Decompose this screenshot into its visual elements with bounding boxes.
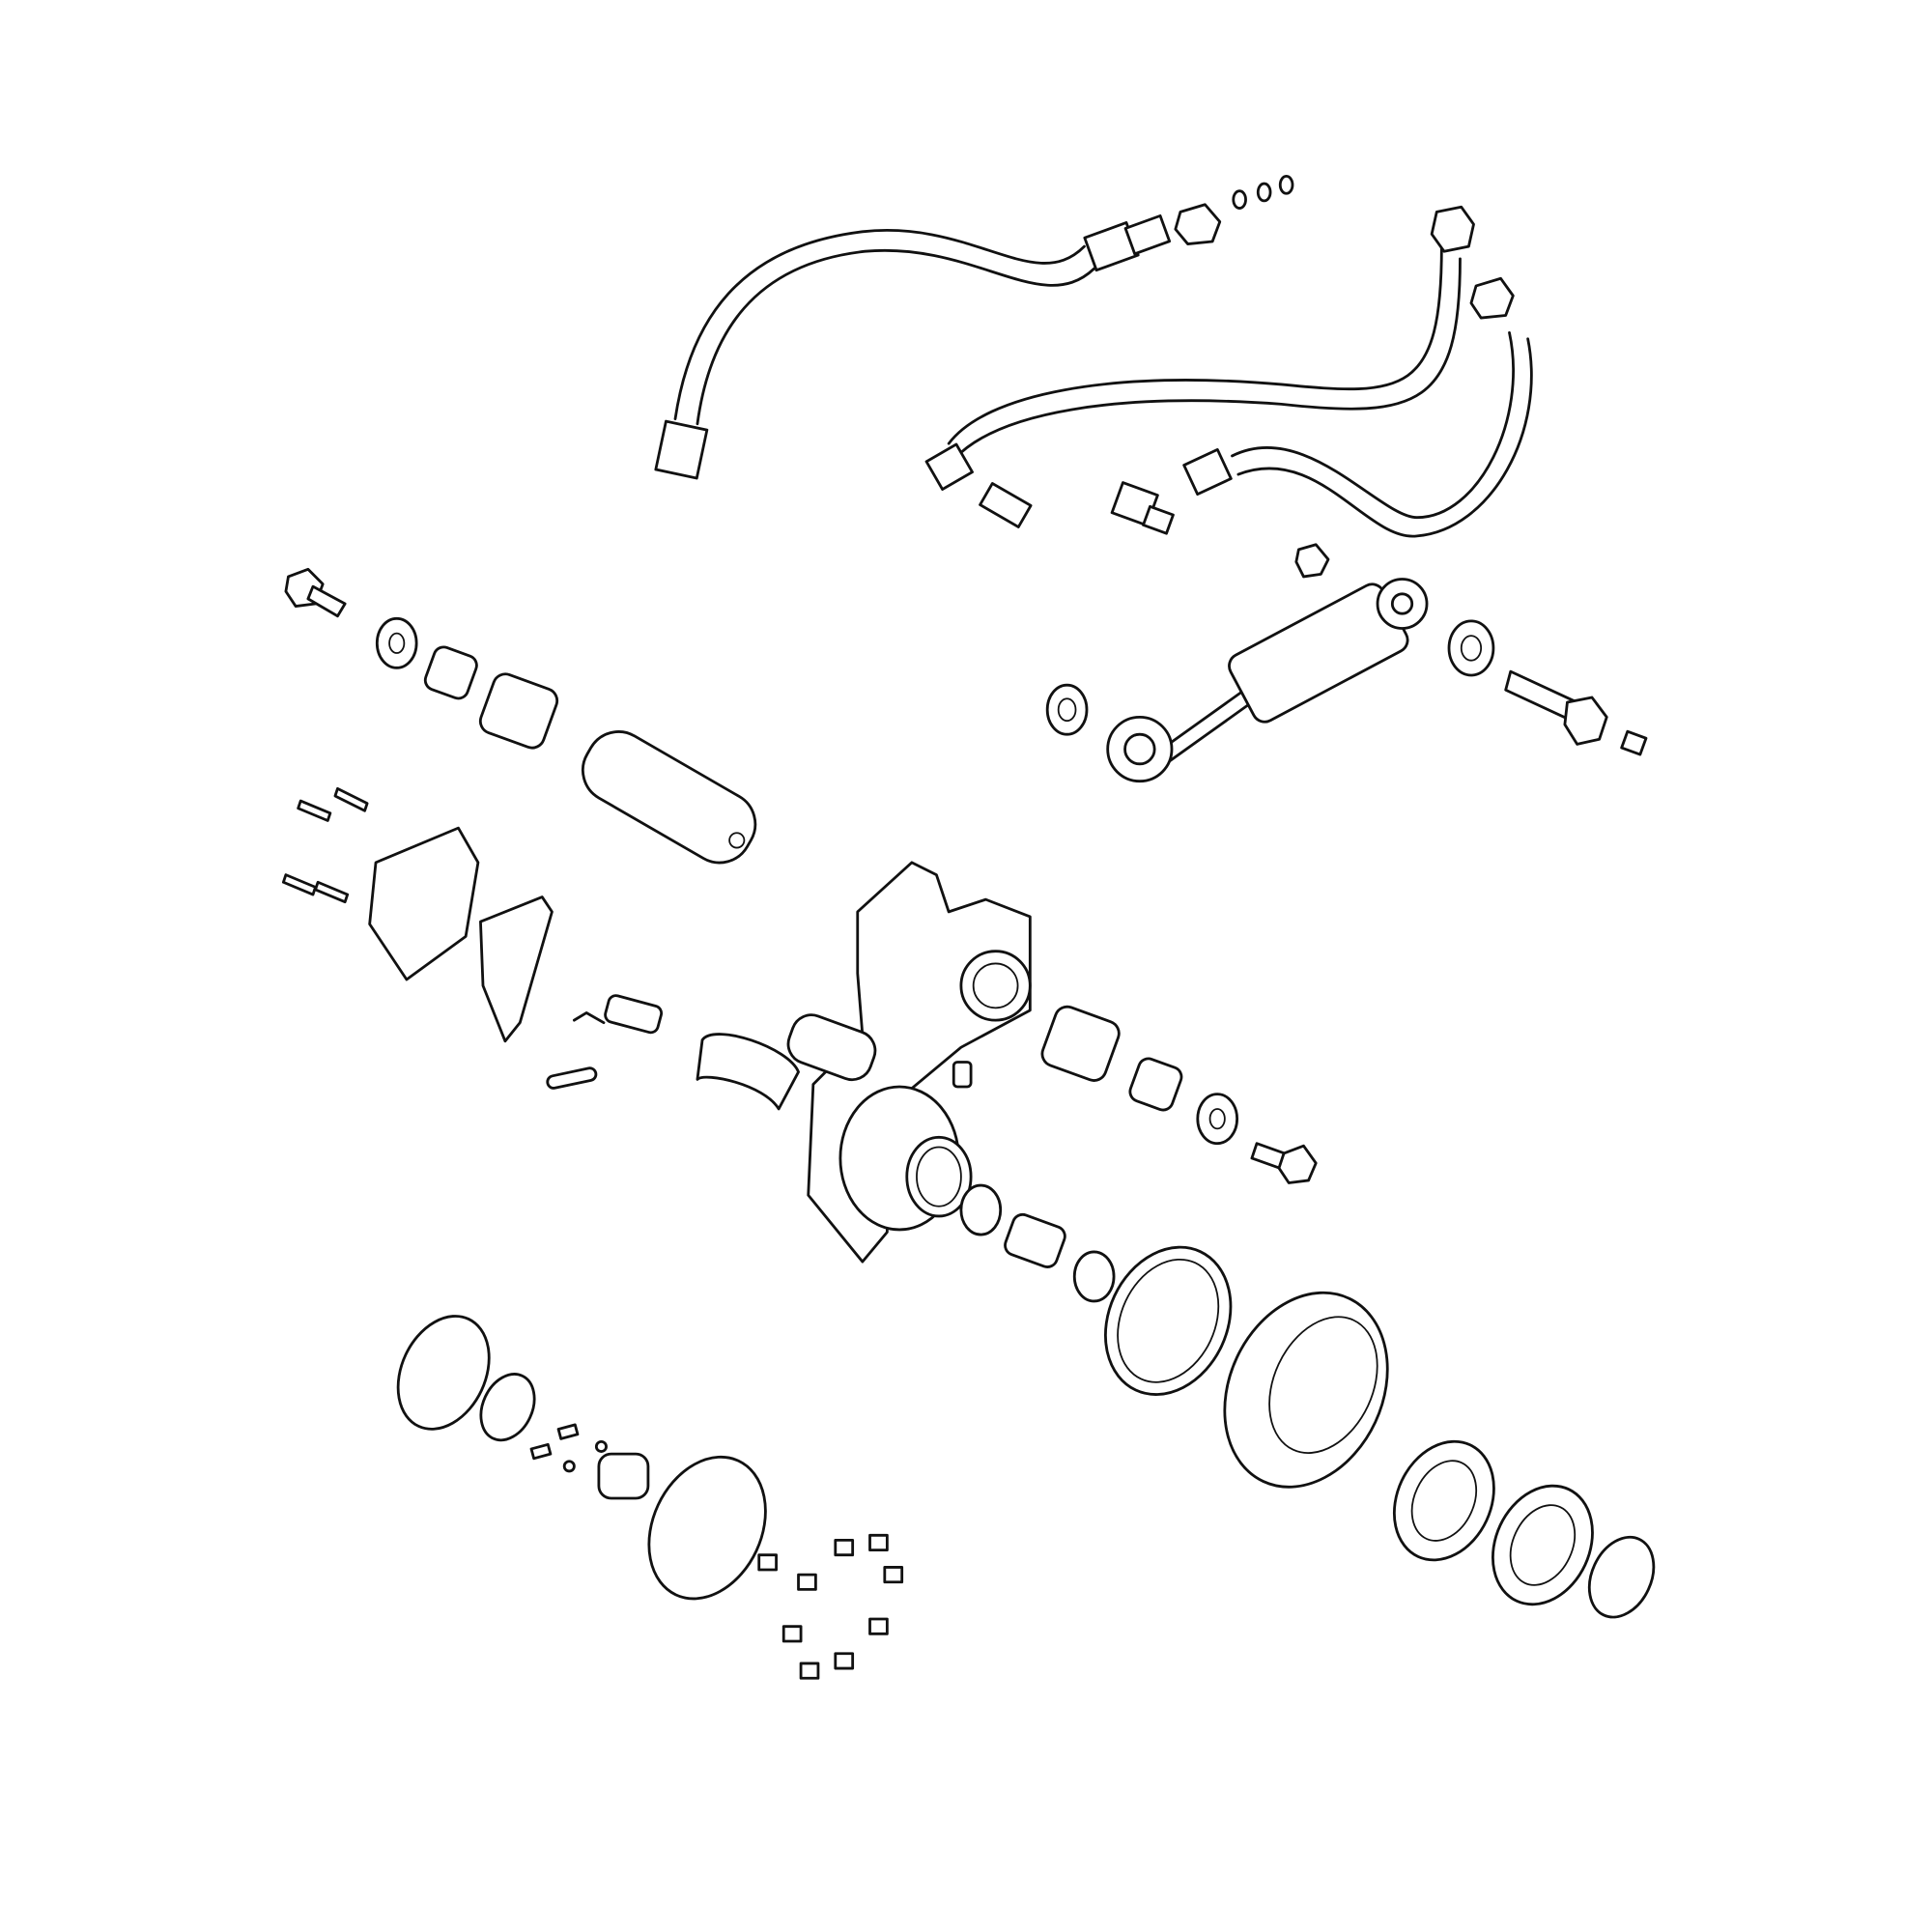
small-screws: [529, 1423, 608, 1473]
o-ring-1: [959, 1183, 1003, 1236]
o-ring-large: [396, 1315, 491, 1431]
bearing-1: [1392, 1439, 1495, 1562]
bushings-right: [1040, 1005, 1239, 1146]
hydraulic-hose-upper: [654, 213, 1172, 480]
hub-cover: [647, 1455, 767, 1601]
o-rings-small: [1232, 174, 1294, 210]
cover-bolts: [757, 1533, 904, 1680]
cylinder-pin-bolt: [1504, 669, 1648, 756]
cover-plates: [368, 826, 554, 1043]
large-seal-ring: [1104, 1245, 1233, 1396]
washers-cylinder: [1045, 619, 1495, 736]
split-bushing: [696, 1033, 800, 1111]
hose-fittings: [979, 481, 1175, 535]
roll-pin: [546, 1066, 598, 1090]
king-pin: [581, 730, 757, 865]
grease-nipple-elbow: [572, 994, 664, 1035]
wheel-hub: [1223, 1291, 1389, 1489]
hub-cap-plug: [597, 1452, 650, 1500]
bushings-left: [375, 616, 559, 750]
circlip: [1587, 1535, 1656, 1619]
hydraulic-cylinder: [1106, 543, 1429, 783]
pin-bolt-bottom: [1250, 1142, 1318, 1184]
o-ring-2: [1072, 1250, 1116, 1303]
screws-small-left: [281, 786, 369, 904]
hydraulic-hose-pair: [924, 205, 1533, 538]
o-ring-medium: [479, 1373, 536, 1442]
bearing-2: [1491, 1484, 1594, 1606]
pin-bolt-top: [284, 567, 347, 618]
seal-insert: [1004, 1212, 1066, 1268]
hose-nut: [1174, 203, 1222, 245]
steering-knuckle: [786, 861, 1032, 1264]
